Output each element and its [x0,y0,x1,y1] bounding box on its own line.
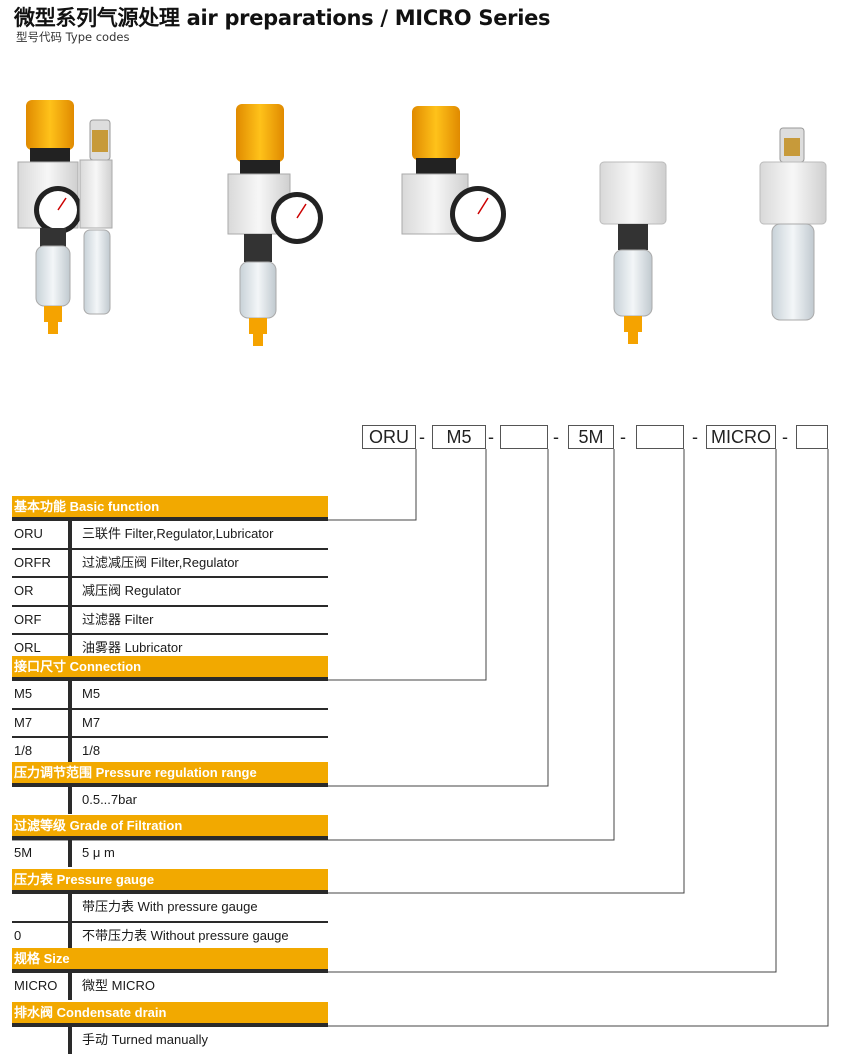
code-box-function: ORU [362,425,416,449]
table-row: 0 不带压力表 Without pressure gauge [12,922,328,949]
code-box-size: MICRO [706,425,776,449]
table-row: ORF 过滤器 Filter [12,606,328,635]
section-header: 接口尺寸 Connection [12,656,328,681]
row-separator [68,973,72,1000]
section-pressure-range: 压力调节范围 Pressure regulation range 0.5...7… [12,762,328,814]
code-box-connection: M5 [432,425,486,449]
row-description: 1/8 [82,743,101,758]
row-code: MICRO [14,978,58,993]
section-header: 排水阀 Condensate drain [12,1002,328,1027]
section-header: 过滤等级 Grade of Filtration [12,815,328,840]
row-separator [68,606,72,633]
section-header: 压力调节范围 Pressure regulation range [12,762,328,787]
table-row: M5 M5 [12,681,328,710]
page-subtitle: 型号代码 Type codes [16,30,130,44]
row-code: 0 [14,927,22,943]
row-separator [68,894,72,921]
section-basic-function: 基本功能 Basic function ORU 三联件 Filter,Regula… [12,496,328,662]
row-description: 三联件 Filter,Regulator,Lubricator [82,526,274,541]
row-separator [68,1027,72,1054]
table-row: 0.5...7bar [12,787,328,814]
row-code: 1/8 [14,743,33,758]
row-description: 0.5...7bar [82,792,137,807]
table-row: 5M 5 μ m [12,840,328,867]
row-separator [68,840,72,867]
row-description: 油雾器 Lubricator [82,640,183,655]
row-code: ORU [14,526,43,541]
section-header: 基本功能 Basic function [12,496,328,521]
section-filtration: 过滤等级 Grade of Filtration 5M 5 μ m [12,815,328,867]
product-filter-image [599,161,667,344]
section-header: 压力表 Pressure gauge [12,869,328,894]
table-row: ORL 油雾器 Lubricator [12,635,328,662]
product-frl-combo-image [17,100,113,334]
code-box-filtration: 5M [568,425,614,449]
product-filter-regulator-image [227,104,323,346]
section-connection: 接口尺寸 Connection M5 M5 M7 M7 1/8 1/8 [12,656,328,765]
row-code: M5 [14,686,33,701]
row-separator [68,922,72,949]
section-condensate-drain: 排水阀 Condensate drain 手动 Turned manually [12,1002,328,1054]
row-code: OR [14,583,34,598]
row-description: 过滤器 Filter [82,611,154,627]
code-dash: - [553,427,559,447]
row-code: M7 [14,714,33,730]
section-header: 规格 Size [12,948,328,973]
table-row: OR 减压阀 Regulator [12,578,328,607]
row-code: ORFR [14,554,51,570]
page-title: 微型系列气源处理 air preparations / MICRO Series [14,6,551,30]
row-separator [68,578,72,605]
row-separator [68,738,72,765]
row-separator [68,709,72,736]
product-images [17,100,827,346]
row-code: 5M [14,845,33,860]
row-separator [68,635,72,662]
section-size: 规格 Size MICRO 微型 MICRO [12,948,328,1000]
table-row: ORFR 过滤减压阀 Filter,Regulator [12,549,328,578]
product-regulator-image [401,106,506,242]
code-box-pressure-range [500,425,548,449]
table-row: M7 M7 [12,709,328,738]
row-description: 手动 Turned manually [82,1032,208,1047]
row-description: 过滤减压阀 Filter,Regulator [82,554,239,570]
row-description: 减压阀 Regulator [82,583,181,598]
table-row: 带压力表 With pressure gauge [12,894,328,923]
row-separator [68,787,72,814]
section-pressure-gauge: 压力表 Pressure gauge 带压力表 With pressure ga… [12,869,328,949]
row-description: 微型 MICRO [82,978,155,993]
code-dash: - [782,427,788,447]
table-row: 1/8 1/8 [12,738,328,765]
code-dash: - [692,427,698,447]
row-separator [68,681,72,708]
row-code: ORF [14,611,42,627]
row-separator [68,549,72,576]
code-dash: - [488,427,494,447]
code-box-drain [796,425,828,449]
table-row: 手动 Turned manually [12,1027,328,1054]
row-description: 不带压力表 Without pressure gauge [82,927,289,943]
code-dash: - [419,427,425,447]
table-row: ORU 三联件 Filter,Regulator,Lubricator [12,521,328,550]
row-description: M7 [82,714,101,730]
row-separator [68,521,72,548]
code-box-pressure-gauge [636,425,684,449]
row-description: M5 [82,686,101,701]
row-description: 带压力表 With pressure gauge [82,899,258,914]
table-row: MICRO 微型 MICRO [12,973,328,1000]
row-code: ORL [14,640,41,655]
code-dash: - [620,427,626,447]
product-lubricator-image [759,127,827,321]
row-description: 5 μ m [82,845,115,860]
